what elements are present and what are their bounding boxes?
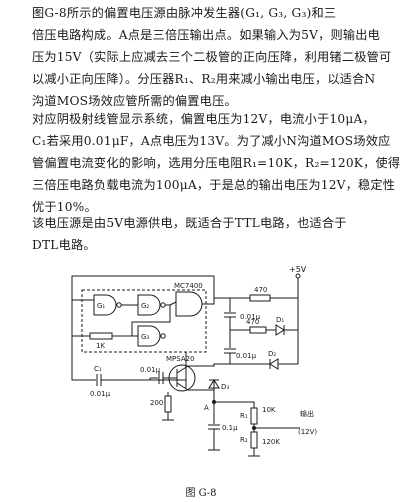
gate-g3-label: G₃ [141,333,149,341]
wire-out-470 [202,297,250,305]
resistor-470-mid [249,326,267,334]
p3-line-2: DTL电路。 [32,238,96,252]
resistor-r1-value: 10K [262,406,276,414]
wire-g2-out [169,301,177,306]
cap3-value: 0.01μ [236,352,257,360]
resistor-1k-label: 1K [96,342,105,350]
resistor-r2-label: R₂ [240,436,248,444]
paragraph-3: 该电压源是由5V电源供电，既适合于TTL电路，也适合于 DTL电路。 [8,212,396,256]
resistor-r1 [250,407,258,425]
vcc-terminal [295,273,301,279]
ic-outline [81,289,207,353]
gate-output [175,291,203,317]
gate-g2-bubble [160,302,166,308]
resistor-r2-value: 120K [262,438,280,446]
diode-d1-label: D₁ [276,316,284,324]
cap2-value: 0.01μ [240,313,261,321]
resistor-470-mid-label: 470 [246,318,259,326]
gate-g3 [137,325,161,347]
ic-label: MC7400 [174,282,203,290]
wire-a-divider [214,401,255,408]
resistor-1k [89,332,113,340]
wire-g1-in [71,299,94,337]
gate-g2 [137,294,161,316]
cap-c1-value: 0.01μ [90,390,111,398]
resistor-r1-label: R₁ [240,412,248,420]
p2-line-5: 优于10%。 [32,200,97,214]
circuit-diagram: +5V G₁ G₂ G₃ MC7400 1K [71,265,317,457]
wire-collector [188,363,230,367]
output-value: (12V) [298,428,317,436]
cap6-value: 0.1μ [222,424,238,432]
output-label: 输出 [300,409,314,418]
figure-caption: 图 G-8 [185,488,217,499]
resistor-470-top-label: 470 [254,286,267,294]
cap4-value: 0.01μ [140,366,161,374]
diode-d2 [269,358,279,370]
p1-line-2: 倍压电路构成。A点是三倍压输出点。如果输入为5V，则输出电 [32,28,381,42]
p1-line-1: 图G-8所示的偏置电压源由脉冲发生器(G₁, G₃, G₃)和三 [32,6,337,20]
gate-g1-label: G₁ [97,302,105,310]
p2-line-2: C₁若采用0.01μF，A点电压为13V。为了减小N沟道MOS场效应 [32,134,391,148]
p1-line-3: 压为15V（实际上应减去三个二极管的正向压降，利用锗二极管可 [32,50,392,64]
gate-g1-bubble [116,302,122,308]
resistor-470-top [249,294,271,302]
wire-c1-loop [71,336,96,381]
gate-g2-label: G₂ [141,302,149,310]
p1-line-5: 沟道MOS场效应管所需的偏置电压。 [32,94,237,108]
wire-base-feed [136,378,151,381]
gate-g1 [93,294,117,316]
paragraph-1: 图G-8所示的偏置电压源由脉冲发生器(G₁, G₃, G₃)和三 倍压电路构成。… [8,2,396,112]
diode-d1 [275,324,285,336]
resistor-200-label: 200 [150,399,163,407]
gate-g3-bubble [160,333,166,339]
resistor-200 [164,395,172,413]
wire-feedback-top [71,275,215,304]
diode-d2-label: D₂ [268,350,276,358]
p2-line-1: 对应阴极射线管显示系统，偏置电压为12V，电流小于10μA， [32,112,375,126]
transistor-emitter [176,382,189,391]
vcc-label: +5V [289,265,307,274]
paragraph-2: 对应阴极射线管显示系统，偏置电压为12V，电流小于10μA， C₁若采用0.01… [8,108,401,218]
cap-c1-label: C₁ [94,365,102,373]
p2-line-4: 三倍压电路负载电流为100μA，于是总的输出电压为12V，稳定性 [32,178,396,192]
transistor-label: MPSA20 [166,355,195,363]
resistor-r2 [250,431,258,449]
node-a-label: A [204,404,209,412]
p3-line-1: 该电压源是由5V电源供电，既适合于TTL电路，也适合于 [32,216,347,230]
p1-line-4: 以减小正向压降）。分压器R₁、R₂用来减小输出电压，以适合N [32,72,376,86]
p2-line-3: 管偏置电流变化的影响，选用分压电阻R₁=10K，R₂=120K，使得 [32,156,401,170]
transistor-collector [176,365,189,374]
diode-d3-label: D₃ [221,383,229,391]
